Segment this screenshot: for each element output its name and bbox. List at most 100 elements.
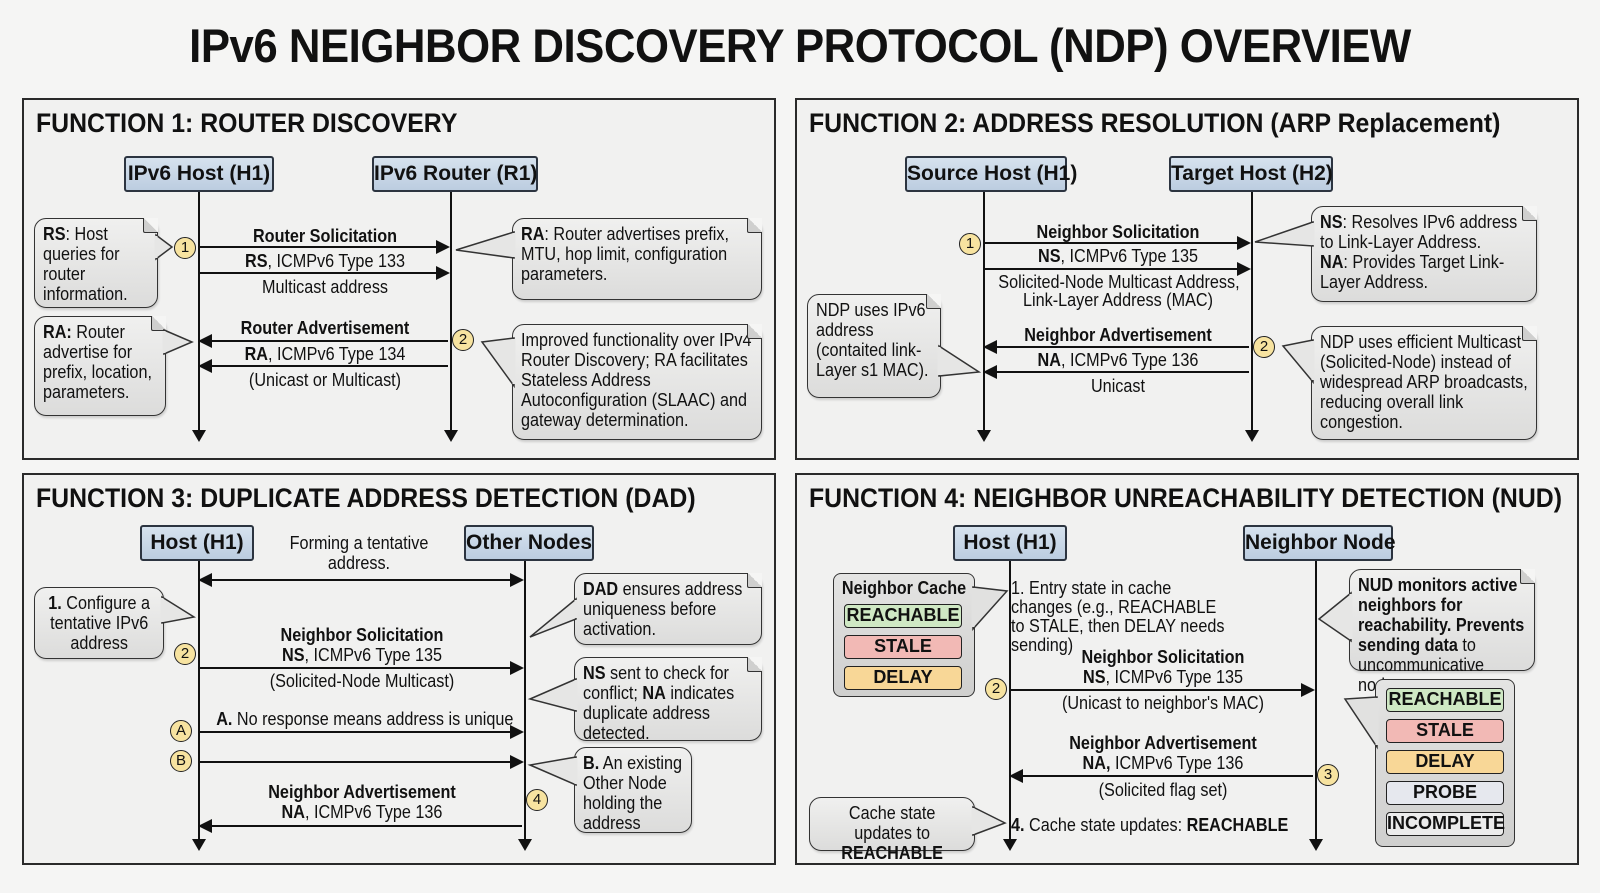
callout-nud-monitors: NUD monitors active neighbors for reacha…	[1349, 569, 1535, 695]
step-marker: 3	[1317, 764, 1339, 786]
callout-existing-node: B. An existing Other Node holding the ad…	[574, 747, 692, 833]
source-lifeline	[977, 192, 991, 442]
state-badge-stale: STALE	[1386, 719, 1504, 743]
tentative-address-arrow	[198, 573, 524, 587]
state-badge-probe: PROBE	[1386, 781, 1504, 805]
step-marker: 2	[1253, 336, 1275, 358]
message-note: Unicast	[1090, 376, 1146, 396]
neighbor-advertisement-arrow	[1009, 769, 1313, 783]
note-fold-icon	[1520, 569, 1535, 584]
host-lifeline	[1003, 561, 1017, 851]
callout-ndp-uses: NDP uses IPv6 address (contaited link-La…	[807, 294, 941, 398]
panel-title: FUNCTION 4: NEIGHBOR UNREACHABILITY DETE…	[809, 483, 1563, 513]
step-marker: 2	[985, 678, 1007, 700]
step-marker: 1	[959, 233, 981, 255]
callout-configure-tentative: 1. Configure a tentative IPv6 address	[34, 587, 164, 659]
note-fold-icon	[747, 324, 762, 339]
router-lifeline	[444, 192, 458, 442]
target-lifeline	[1245, 192, 1259, 442]
callout-tail	[154, 233, 174, 261]
callout-efficient-multicast: NDP uses efficient Multicast (Solicited-…	[1311, 326, 1537, 440]
neighbor-solicitation-arrow-2	[985, 262, 1251, 276]
router-advertisement-arrow	[198, 334, 448, 348]
callout-tail	[529, 597, 578, 638]
router-solicitation-arrow	[200, 240, 450, 254]
cache-update-step: 4. Cache state updates: REACHABLE	[1011, 815, 1289, 835]
host-lifeline	[192, 561, 206, 851]
callout-tail	[1343, 696, 1379, 750]
note-fold-icon	[747, 573, 762, 588]
callout-tail	[937, 344, 982, 377]
existing-node-arrow	[200, 755, 524, 769]
message-title: Router Advertisement	[240, 318, 410, 338]
panel-neighbor-unreachability-detection: FUNCTION 4: NEIGHBOR UNREACHABILITY DETE…	[795, 473, 1579, 865]
neighbor-solicitation-arrow	[1011, 683, 1315, 697]
neighbor-solicitation-arrow	[200, 661, 524, 675]
callout-tail	[971, 586, 1009, 631]
neighbor-cache: Neighbor Cache REACHABLE STALE DELAY	[833, 573, 975, 697]
message-title: Neighbor Advertisement	[268, 782, 456, 802]
note-fold-icon	[143, 218, 158, 233]
callout-tail	[455, 230, 516, 259]
message-type: NA, ICMPv6 Type 136	[281, 802, 443, 822]
message-note: Link-Layer Address (MAC)	[1023, 290, 1213, 310]
actor-host: Host (H1)	[140, 525, 254, 561]
message-title: Neighbor Advertisement	[1069, 733, 1257, 753]
state-badge-reachable: REACHABLE	[844, 604, 962, 628]
actor-target-host: Target Host (H2)	[1169, 156, 1333, 192]
entry-state-note: 1. Entry state in cache changes (e.g., R…	[1011, 578, 1225, 655]
message-type: NA, ICMPv6 Type 136	[1082, 753, 1244, 773]
other-nodes-lifeline	[518, 561, 532, 851]
neighbor-advertisement-arrow-2	[983, 365, 1249, 379]
panel-title: FUNCTION 3: DUPLICATE ADDRESS DETECTION …	[36, 483, 696, 513]
neighbor-cache-title: Neighbor Cache	[841, 578, 967, 598]
neighbor-advertisement-arrow	[198, 819, 522, 833]
message-title: Neighbor Solicitation	[1036, 222, 1200, 242]
note-fold-icon	[1522, 326, 1537, 341]
message-type: RA, ICMPv6 Type 134	[244, 344, 406, 364]
message-note: Solicited-Node Multicast Address,	[998, 272, 1240, 292]
callout-tail	[162, 328, 194, 356]
router-solicitation-arrow-2	[200, 266, 450, 280]
state-badge-delay: DELAY	[1386, 750, 1504, 774]
callout-dad-ensures: DAD ensures address uniqueness before ac…	[574, 573, 762, 645]
callout-ns-check-conflict: NS sent to check for conflict; NA indica…	[574, 657, 762, 743]
callout-rs: RS: Host queries for router information.	[34, 218, 158, 308]
message-title: Neighbor Solicitation	[1081, 647, 1245, 667]
actor-other-nodes: Other Nodes	[464, 525, 594, 561]
message-note: (Solicited flag set)	[1098, 780, 1228, 800]
callout-cache-update: Cache state updates to REACHABLE	[809, 797, 975, 863]
actor-source-host: Source Host (H1)	[905, 156, 1077, 192]
step-marker: 4	[526, 789, 548, 811]
message-title: Neighbor Solicitation	[280, 625, 444, 645]
note-fold-icon	[926, 294, 941, 309]
state-badge-stale: STALE	[844, 635, 962, 659]
actor-router: IPv6 Router (R1)	[372, 156, 538, 192]
message-note: (Unicast or Multicast)	[248, 370, 402, 390]
note-fold-icon	[747, 657, 762, 672]
callout-tail	[527, 677, 578, 712]
neighbor-advertisement-arrow	[983, 340, 1249, 354]
message-note: (Solicited-Node Multicast)	[269, 671, 455, 691]
panel-address-resolution: FUNCTION 2: ADDRESS RESOLUTION (ARP Repl…	[795, 98, 1579, 460]
message-note: Multicast address	[261, 277, 389, 297]
callout-tail	[1281, 339, 1315, 385]
step-marker: B	[170, 750, 192, 772]
callout-tail	[480, 337, 516, 389]
step-marker: 1	[174, 237, 196, 259]
step-marker: A	[170, 720, 192, 742]
note-fold-icon	[1522, 206, 1537, 221]
callout-tail	[971, 805, 1007, 837]
message-type: NA, ICMPv6 Type 136	[1037, 350, 1199, 370]
panel-router-discovery: FUNCTION 1: ROUTER DISCOVERY IPv6 Host (…	[22, 98, 776, 460]
panel-duplicate-address-detection: FUNCTION 3: DUPLICATE ADDRESS DETECTION …	[22, 473, 776, 865]
nud-states-box: REACHABLE STALE DELAY PROBE INCOMPLETE	[1375, 679, 1515, 847]
message-type: NS, ICMPv6 Type 135	[281, 645, 442, 665]
forming-tentative-label: Forming a tentative address.	[289, 533, 429, 573]
no-response-label: A. No response means address is unique	[216, 709, 514, 729]
state-badge-reachable: REACHABLE	[1386, 688, 1504, 712]
callout-tail	[160, 595, 197, 624]
callout-ns-na: NS: Resolves IPv6 address to Link-Layer …	[1311, 206, 1537, 302]
actor-neighbor-node: Neighbor Node	[1243, 525, 1396, 561]
panel-title: FUNCTION 1: ROUTER DISCOVERY	[36, 108, 458, 138]
